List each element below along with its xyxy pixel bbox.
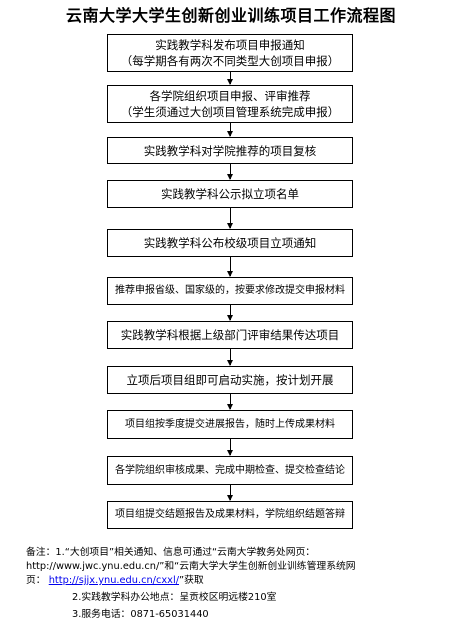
step-6-line-1: 推荐申报省级、国家级的，按要求修改提交申报材料 xyxy=(115,285,345,296)
note-3: 3.服务电话：0871-65031440 xyxy=(72,609,209,620)
flow-arrow-9 xyxy=(227,439,233,456)
step-3-line-1: 实践教学科对学院推荐的项目复核 xyxy=(143,143,317,158)
system-link[interactable]: http://sjjx.ynu.edu.cn/cxxl/ xyxy=(48,575,179,586)
note-1-text-3-prefix: 页： xyxy=(26,575,46,586)
step-11-line-1: 项目组提交结题报告及成果材料，学院组织结题答辩 xyxy=(115,509,345,520)
step-box-6: 推荐申报省级、国家级的，按要求修改提交申报材料 xyxy=(107,277,353,305)
step-7-line-1: 实践教学科根据上级部门评审结果传达项目 xyxy=(120,328,340,342)
note-2: 2.实践教学科办公地点：呈贡校区明远楼210室 xyxy=(72,592,277,603)
notes-label: 备注： xyxy=(26,547,56,558)
step-box-1: 实践教学科发布项目申报通知 （每学期各有两次不同类型大创项目申报） xyxy=(107,34,353,72)
step-2-line-2: （学生须通过大创项目管理系统完成申报） xyxy=(120,105,340,119)
step-box-10: 各学院组织审核成果、完成中期检查、提交检查结论 xyxy=(107,456,353,485)
step-1-line-2: （每学期各有两次不同类型大创项目申报） xyxy=(120,54,340,68)
page-title: 云南大学大学生创新创业训练项目工作流程图 xyxy=(65,6,396,25)
step-box-3: 实践教学科对学院推荐的项目复核 xyxy=(107,137,353,164)
step-box-9: 项目组按季度提交进展报告，随时上传成果材料 xyxy=(107,410,353,439)
flow-arrow-5 xyxy=(227,257,233,277)
flow-arrow-7 xyxy=(227,349,233,366)
note-1-text-1: 1.“大创项目”相关通知、信息可通过“云南大学教务处网页： xyxy=(55,547,316,558)
step-2-line-1: 各学院组织项目申报、评审推荐 xyxy=(149,89,311,103)
step-5-line-1: 实践教学科公布校级项目立项通知 xyxy=(143,236,317,250)
flow-arrow-8 xyxy=(227,394,233,410)
note-1-text-3-suffix: ”获取 xyxy=(179,575,204,586)
flow-arrow-1 xyxy=(227,72,233,85)
step-10-line-1: 各学院组织审核成果、完成中期检查、提交检查结论 xyxy=(115,464,345,476)
notes-section: 备注：1.“大创项目”相关通知、信息可通过“云南大学教务处网页： http://… xyxy=(26,546,446,622)
step-box-2: 各学院组织项目申报、评审推荐 （学生须通过大创项目管理系统完成申报） xyxy=(107,85,353,123)
note-1-line-1: 备注：1.“大创项目”相关通知、信息可通过“云南大学教务处网页： xyxy=(26,546,446,560)
flow-arrow-3 xyxy=(227,164,233,180)
note-1-line-3: 页： http://sjjx.ynu.edu.cn/cxxl/”获取 xyxy=(26,574,446,588)
step-box-8: 立项后项目组即可启动实施，按计划开展 xyxy=(107,366,353,394)
step-box-5: 实践教学科公布校级项目立项通知 xyxy=(107,229,353,257)
flow-arrow-2 xyxy=(227,123,233,137)
step-1-line-1: 实践教学科发布项目申报通知 xyxy=(155,38,305,52)
step-box-11: 项目组提交结题报告及成果材料，学院组织结题答辩 xyxy=(107,501,353,529)
step-box-7: 实践教学科根据上级部门评审结果传达项目 xyxy=(107,321,353,349)
flow-arrow-4 xyxy=(227,208,233,229)
note-1-line-2: http://www.jwc.ynu.edu.cn/”和“云南大学大学生创新创业… xyxy=(26,561,356,572)
step-8-line-1: 立项后项目组即可启动实施，按计划开展 xyxy=(126,373,334,387)
step-9-line-1: 项目组按季度提交进展报告，随时上传成果材料 xyxy=(125,418,335,430)
step-box-4: 实践教学科公示拟立项名单 xyxy=(107,180,353,208)
flow-arrow-6 xyxy=(227,305,233,321)
step-4-line-1: 实践教学科公示拟立项名单 xyxy=(161,187,299,201)
flow-arrow-10 xyxy=(227,485,233,501)
